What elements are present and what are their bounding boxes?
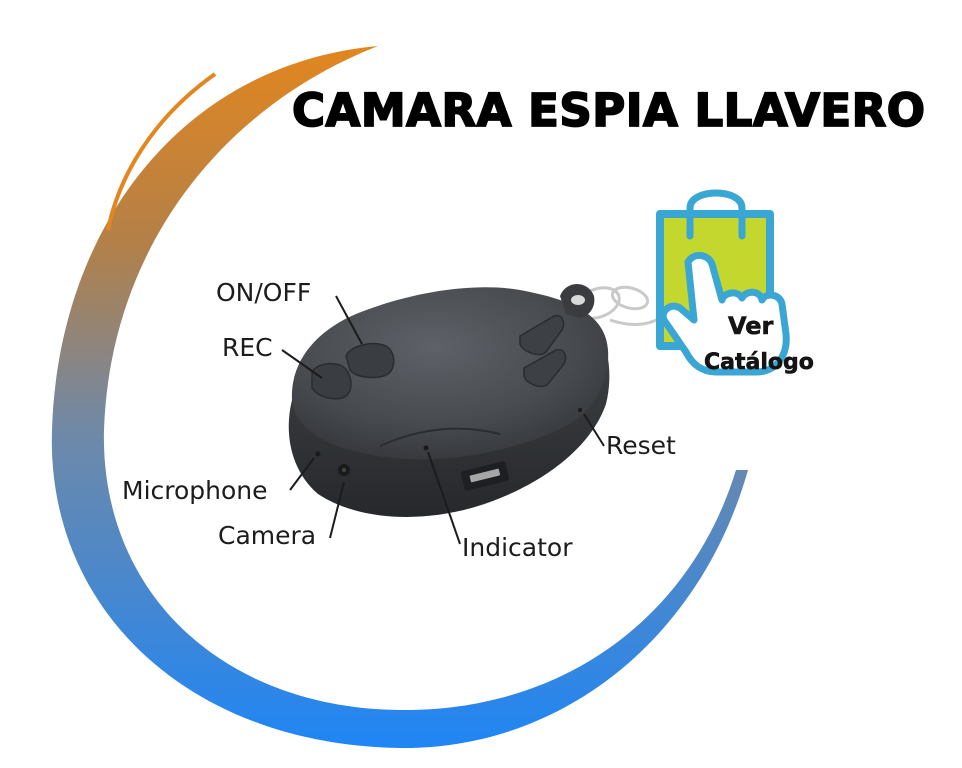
catalog-link-line1[interactable]: Ver <box>728 312 774 341</box>
decorative-arc-stroke <box>106 72 217 231</box>
reset-label: Reset <box>606 431 676 460</box>
label-pointers <box>281 295 605 545</box>
catalog-link-line2[interactable]: Catálogo <box>704 350 814 376</box>
shopping-bag-icon[interactable] <box>656 189 790 376</box>
reset-hole <box>578 408 582 412</box>
indicator-led <box>423 445 429 451</box>
rec-button[interactable] <box>311 362 352 400</box>
page-title: CAMARA ESPIA LLAVERO <box>291 83 926 138</box>
pointing-hand-icon <box>659 252 790 376</box>
microphone-hole <box>315 451 321 457</box>
up-triangle-button[interactable] <box>519 314 565 356</box>
spy-camera-device <box>288 284 610 517</box>
rec-label: REC <box>222 333 273 362</box>
microphone-label: Microphone <box>122 476 268 505</box>
on-off-button[interactable] <box>345 342 395 379</box>
indicator-label: Indicator <box>462 533 573 562</box>
camera-label: Camera <box>218 521 317 550</box>
down-triangle-button[interactable] <box>523 348 567 388</box>
on-off-label: ON/OFF <box>216 278 312 307</box>
